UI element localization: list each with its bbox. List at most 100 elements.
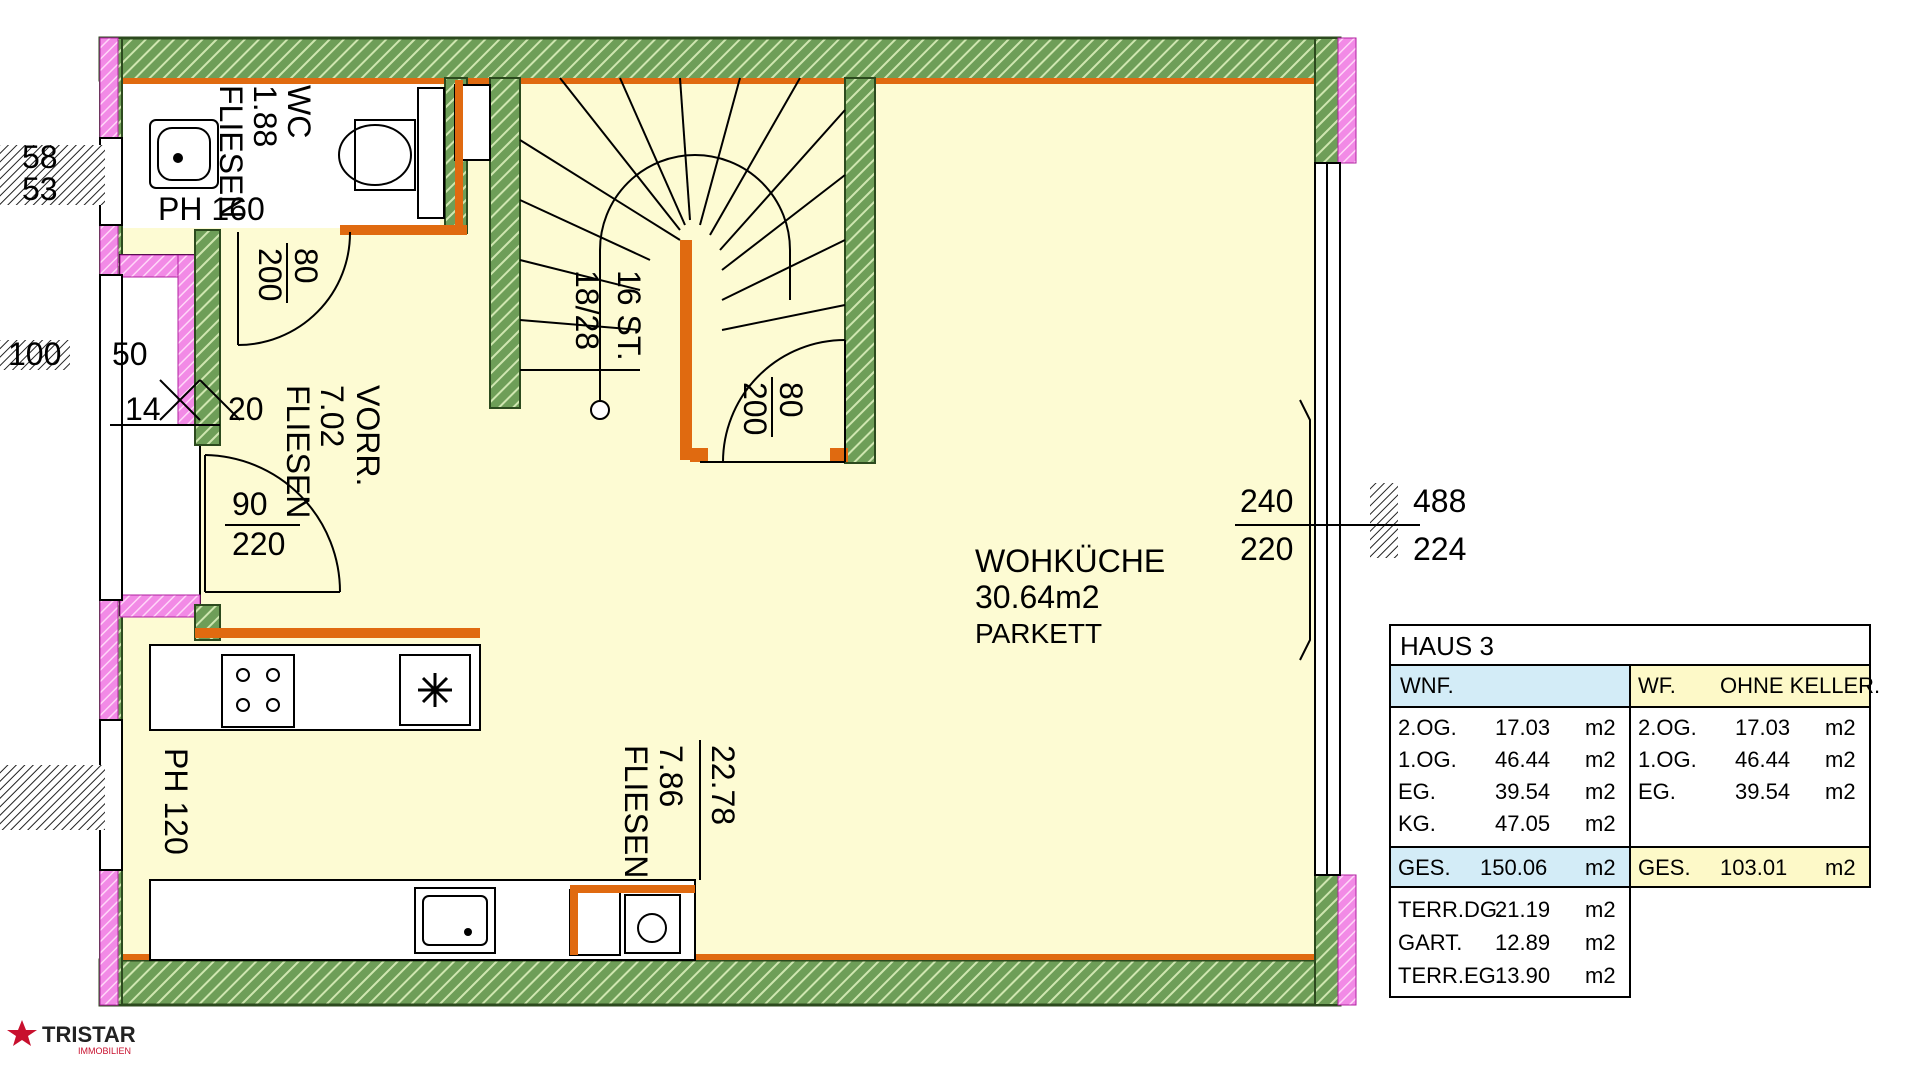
window-sliding <box>1299 399 1311 661</box>
svg-text:46.44: 46.44 <box>1735 747 1790 772</box>
svg-text:13.90: 13.90 <box>1495 963 1550 988</box>
svg-text:47.05: 47.05 <box>1495 811 1550 836</box>
stair-rail-post-2 <box>830 448 848 462</box>
table-total-wnf-value: 150.06 <box>1480 855 1547 880</box>
svg-text:m2: m2 <box>1585 811 1616 836</box>
logo-brand: TRISTAR <box>42 1022 136 1047</box>
svg-text:2.OG.: 2.OG. <box>1638 715 1697 740</box>
svg-text:2.OG.: 2.OG. <box>1398 715 1457 740</box>
table-wnf-rows: 2.OG. 17.03 m2 1.OG. 46.44 m2 EG. 39.54 … <box>1398 715 1616 836</box>
insulation-left-1 <box>99 37 119 139</box>
dim-hatch-kitchen <box>0 765 105 830</box>
door-entry <box>204 454 341 593</box>
dim-50: 50 <box>112 336 148 372</box>
svg-text:18/28: 18/28 <box>569 270 605 350</box>
room-wohnkueche-area: 30.64m2 <box>975 579 1100 615</box>
svg-text:VORR.: VORR. <box>350 385 386 486</box>
svg-text:22.78: 22.78 <box>705 745 741 825</box>
svg-text:200: 200 <box>252 248 288 301</box>
wall-vorr <box>194 229 221 446</box>
svg-text:FLIESEN: FLIESEN <box>618 745 654 878</box>
dim-100: 100 <box>8 336 61 372</box>
tristar-logo: TRISTAR IMMOBILIEN <box>7 1020 136 1056</box>
wall-right-top <box>1314 37 1341 164</box>
label-stairs: 16 ST. 18/28 <box>569 270 647 361</box>
toilet-icon <box>417 87 445 219</box>
label-kitchen-strip: FLIESEN <box>618 745 654 878</box>
label-kitchen-ph: PH 120 <box>158 748 194 855</box>
dim-hatch-488 <box>1370 483 1398 558</box>
table-total-wnf-label: GES. <box>1398 855 1451 880</box>
table-col2-header-b: OHNE KELLER. <box>1720 673 1880 698</box>
svg-text:FLIESEN: FLIESEN <box>280 385 316 518</box>
door-entry-w: 90 <box>232 486 268 522</box>
svg-text:12.89: 12.89 <box>1495 930 1550 955</box>
svg-text:39.54: 39.54 <box>1735 779 1790 804</box>
sink-icon <box>414 887 496 954</box>
svg-text:m2: m2 <box>1825 715 1856 740</box>
wall-bottom-orange <box>120 954 1315 960</box>
svg-text:GART.: GART. <box>1398 930 1462 955</box>
svg-text:m2: m2 <box>1825 747 1856 772</box>
svg-text:46.44: 46.44 <box>1495 747 1550 772</box>
svg-text:200: 200 <box>737 382 773 435</box>
entry-niche-wall-bottom <box>119 594 201 618</box>
washer-icon <box>624 894 681 954</box>
insulation-right-1 <box>1337 37 1357 164</box>
wc-area: 1.88 <box>247 85 283 147</box>
dim-hatch-100 <box>0 340 70 370</box>
svg-text:m2: m2 <box>1585 897 1616 922</box>
label-door-wc: 80 200 <box>252 243 324 303</box>
svg-text:m2: m2 <box>1585 963 1616 988</box>
wc-floor: FLIESEN <box>213 85 249 218</box>
room-wohnkueche-name: WOHKÜCHE <box>975 543 1165 579</box>
table-total-wnf-unit: m2 <box>1585 855 1616 880</box>
table-col1-header: WNF. <box>1400 673 1454 698</box>
wc-ph: PH 160 <box>158 191 265 227</box>
area-table: HAUS 3 WNF. WF. OHNE KELLER. 2.OG. 17.03… <box>1389 624 1880 998</box>
svg-text:80: 80 <box>773 382 809 418</box>
svg-text:EG.: EG. <box>1398 779 1436 804</box>
insulation-left-4 <box>99 869 119 1006</box>
table-col2-header-a: WF. <box>1638 673 1676 698</box>
window-h: 220 <box>1240 531 1293 567</box>
svg-text:17.03: 17.03 <box>1495 715 1550 740</box>
stove-icon <box>221 654 295 728</box>
star-icon <box>7 1020 37 1046</box>
svg-text:m2: m2 <box>1585 930 1616 955</box>
svg-text:EG.: EG. <box>1638 779 1676 804</box>
dim-488: 488 <box>1413 483 1466 519</box>
stair-rail-post <box>690 448 708 462</box>
wall-kitchen-top <box>195 628 480 638</box>
wall-wc-bottom <box>340 225 467 235</box>
svg-text:KG.: KG. <box>1398 811 1436 836</box>
wc-name: WC <box>281 85 317 138</box>
table-title: HAUS 3 <box>1400 631 1494 661</box>
svg-text:1.OG.: 1.OG. <box>1638 747 1697 772</box>
room-wohnkueche-floor: PARKETT <box>975 618 1102 649</box>
table-extras: TERR.DG. 21.19 m2 GART. 12.89 m2 TERR.EG… <box>1398 897 1616 988</box>
insulation-left-3 <box>99 599 119 721</box>
wall-right-bottom <box>1314 874 1341 1006</box>
wall-top-orange <box>120 78 1315 84</box>
svg-text:7.02: 7.02 <box>314 385 350 447</box>
table-total-wf-unit: m2 <box>1825 855 1856 880</box>
window-left-entry <box>99 274 123 601</box>
logo-sub: IMMOBILIEN <box>78 1046 131 1056</box>
table-wf-rows: 2.OG. 17.03 m2 1.OG. 46.44 m2 EG. 39.54 … <box>1638 715 1856 804</box>
door-wc <box>237 231 352 346</box>
dim-14: 14 <box>125 391 161 427</box>
dim-53: 53 <box>22 171 58 207</box>
staircase <box>519 77 846 420</box>
label-vorr: VORR. 7.02 FLIESEN <box>280 385 386 518</box>
dim-20: 20 <box>228 391 264 427</box>
svg-text:TERR.DG.: TERR.DG. <box>1398 897 1503 922</box>
svg-text:m2: m2 <box>1585 747 1616 772</box>
dim-224: 224 <box>1413 531 1466 567</box>
svg-text:21.19: 21.19 <box>1495 897 1550 922</box>
svg-text:39.54: 39.54 <box>1495 779 1550 804</box>
svg-text:1.OG.: 1.OG. <box>1398 747 1457 772</box>
svg-text:m2: m2 <box>1825 779 1856 804</box>
dim-hatch-58 <box>0 145 105 205</box>
